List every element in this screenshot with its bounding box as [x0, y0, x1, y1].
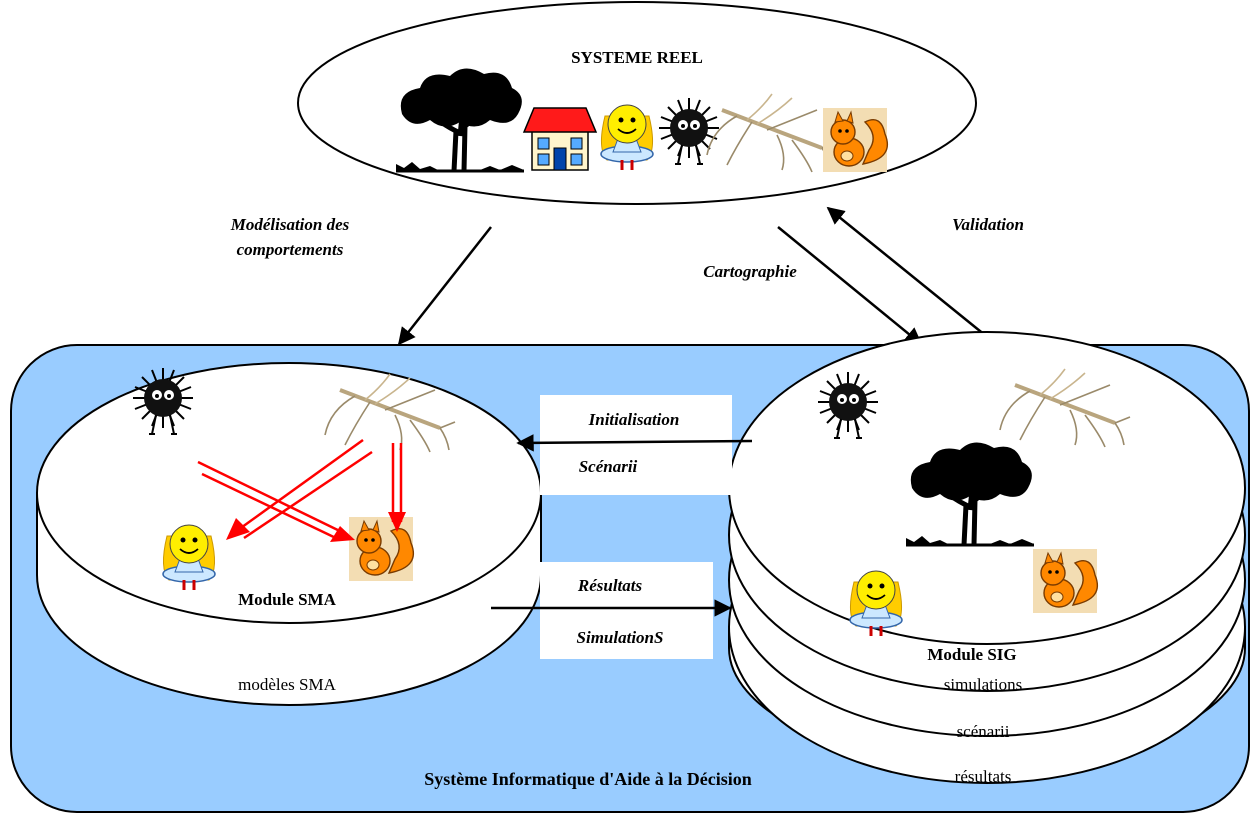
squirrel-icon [348, 516, 415, 582]
sig-layer-resultats: résultats [955, 767, 1012, 786]
modelisation-label-1: Modélisation des [230, 215, 350, 234]
scenarii-label: Scénarii [579, 457, 638, 476]
squirrel-icon [1032, 548, 1099, 614]
sig-to-sma-flow: Initialisation Scénarii [516, 395, 753, 495]
sig-layer-simulations: simulations [944, 675, 1022, 694]
interaction-arrowhead [226, 518, 250, 540]
sig-title: Module SIG [927, 645, 1016, 664]
sig-module: Module SIG simulations scénarii résultat… [728, 331, 1246, 786]
resultats-box [540, 562, 713, 659]
real-system-title: SYSTEME REEL [571, 48, 703, 67]
cartographie-label: Cartographie [703, 262, 797, 281]
interaction-arrowhead [330, 526, 355, 542]
modelisation-arrow [397, 226, 492, 346]
validation-label: Validation [952, 215, 1024, 234]
sma-to-sig-flow: Résultats SimulationS [491, 562, 732, 659]
resultats-label: Résultats [577, 576, 643, 595]
real-system: SYSTEME REEL [297, 1, 977, 205]
sma-layer-models: modèles SMA [238, 675, 336, 694]
interaction-arrows [197, 438, 403, 542]
validation-arrow [826, 206, 997, 345]
modelisation-label-2: comportements [237, 240, 344, 259]
cartographie-arrow [777, 226, 923, 346]
initialisation-label: Initialisation [588, 410, 680, 429]
sma-module: Module SMA modèles SMA [36, 362, 542, 706]
sig-layer-scenarii: scénarii [957, 722, 1010, 741]
interaction-arrowhead [388, 512, 406, 532]
simulations-label: SimulationS [577, 628, 664, 647]
squirrel-icon [822, 107, 889, 173]
sma-title: Module SMA [238, 590, 336, 609]
house-icon [523, 107, 597, 171]
system-title: Système Informatique d'Aide à la Décisio… [424, 769, 752, 789]
real-system-ellipse [297, 1, 977, 205]
initialisation-arrow [516, 434, 753, 452]
initialisation-box [540, 395, 732, 495]
